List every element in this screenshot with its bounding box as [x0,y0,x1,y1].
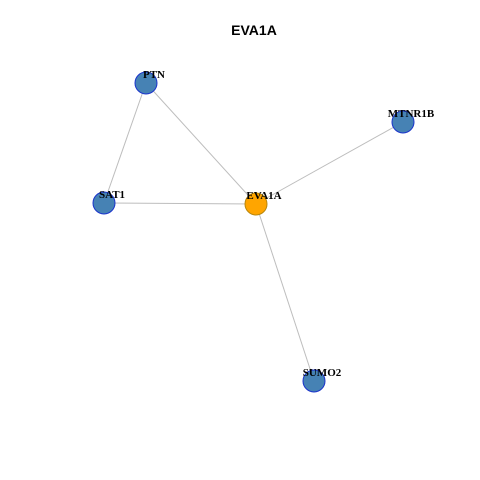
edge-ptn-sat1 [103,82,147,204]
node-sat1 [92,191,116,215]
edge-ptn-eva1a [145,82,257,205]
node-mtnr1b [391,110,415,134]
node-ptn [134,71,158,95]
node-label-sumo2: SUMO2 [303,367,342,379]
edge-sat1-eva1a [103,202,257,205]
edge-eva1a-mtnr1b [255,121,404,205]
label-layer: PTN MTNR1B SAT1 EVA1A SUMO2 [99,69,435,379]
node-sumo2 [302,369,326,393]
edge-eva1a-sumo2 [255,203,315,382]
node-label-sat1: SAT1 [99,189,125,201]
node-layer [92,71,415,393]
node-label-mtnr1b: MTNR1B [388,108,435,120]
node-label-eva1a: EVA1A [246,190,281,202]
graph-title: EVA1A [231,22,277,38]
node-eva1a [244,192,268,216]
edge-layer [103,82,404,382]
node-label-ptn: PTN [143,69,165,81]
